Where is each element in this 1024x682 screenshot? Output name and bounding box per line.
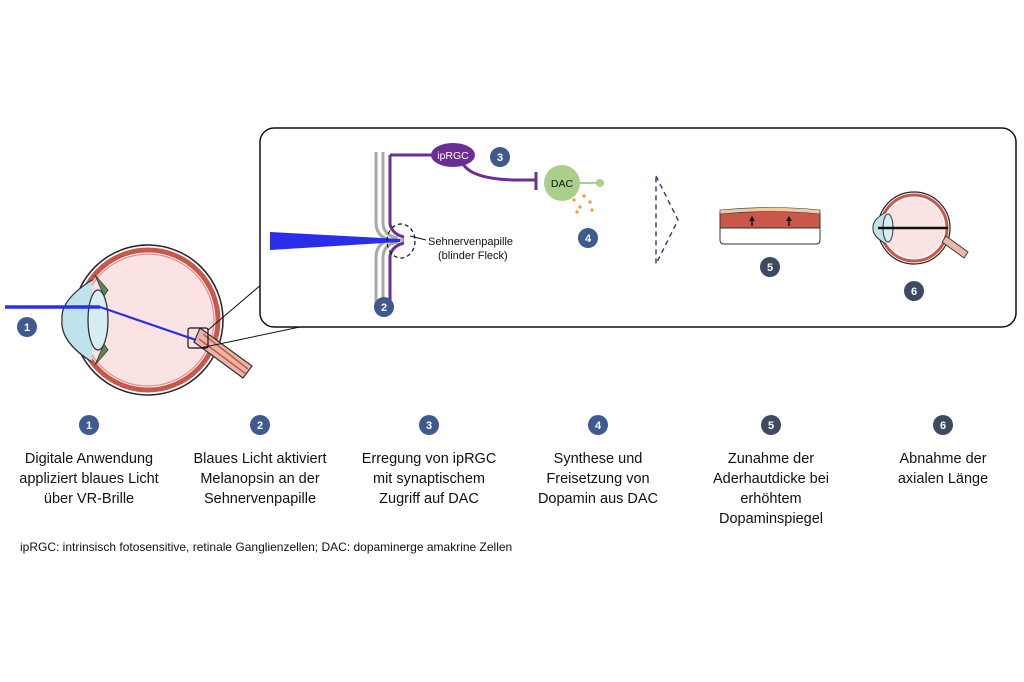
svg-text:1: 1 bbox=[86, 420, 92, 432]
retina-layers-icon bbox=[374, 152, 405, 310]
optic-disc-pointer bbox=[409, 235, 427, 241]
svg-text:4: 4 bbox=[595, 420, 602, 432]
step-3-line-1: Erregung von ipRGC bbox=[361, 451, 497, 467]
eye-cross-section-icon bbox=[61, 244, 253, 396]
step-caption-3: Erregung von ipRGC mit synaptischem Zugr… bbox=[344, 449, 514, 509]
step-3-line-3: Zugriff auf DAC bbox=[379, 491, 479, 507]
blue-light-ray-inside bbox=[99, 305, 197, 342]
optic-disc-label: Sehnervenpapille bbox=[428, 236, 513, 248]
step-badge-1: 1 bbox=[79, 415, 99, 435]
step-2-line-3: Sehnervenpapille bbox=[203, 491, 317, 507]
badge-6-inset: 6 bbox=[904, 281, 924, 301]
svg-text:2: 2 bbox=[257, 420, 263, 432]
inset-panel bbox=[259, 127, 1017, 328]
step-4-line-2: Freisetzung von bbox=[546, 471, 650, 487]
iprgc-label: ipRGC bbox=[437, 150, 469, 162]
step-6-line-2: axialen Länge bbox=[897, 471, 989, 487]
step-badge-5: 5 bbox=[761, 415, 781, 435]
step-1-line-3: über VR-Brille bbox=[43, 491, 135, 507]
svg-text:4: 4 bbox=[585, 233, 592, 245]
zoom-line-top bbox=[207, 283, 263, 331]
optic-disc-marker bbox=[386, 223, 416, 259]
step-badge-4: 4 bbox=[588, 415, 608, 435]
svg-text:5: 5 bbox=[768, 420, 774, 432]
step-6-line-1: Abnahme der bbox=[899, 451, 987, 467]
badge-3-inset: 3 bbox=[490, 147, 510, 167]
step-caption-4: Synthese und Freisetzung von Dopamin aus… bbox=[513, 449, 683, 509]
step-caption-5: Zunahme der Aderhautdicke bei erhöhtem D… bbox=[686, 449, 856, 529]
eye-axial-length-icon bbox=[872, 191, 969, 265]
iprgc-cell bbox=[431, 143, 475, 167]
svg-text:2: 2 bbox=[381, 302, 387, 314]
svg-text:1: 1 bbox=[24, 322, 30, 334]
step-badge-6: 6 bbox=[933, 415, 953, 435]
blue-light-cone bbox=[270, 232, 400, 250]
dac-cell bbox=[544, 165, 580, 201]
dashed-chevron-icon bbox=[655, 175, 679, 265]
badge-2-inset: 2 bbox=[374, 297, 394, 317]
step-1-line-1: Digitale Anwendung bbox=[24, 451, 154, 467]
step-2-line-2: Melanopsin an der bbox=[200, 471, 320, 487]
svg-text:5: 5 bbox=[767, 262, 773, 274]
step-3-line-2: mit synaptischem bbox=[372, 471, 485, 487]
svg-text:3: 3 bbox=[497, 152, 503, 164]
step-4-line-1: Synthese und bbox=[553, 451, 643, 467]
step-4-line-3: Dopamin aus DAC bbox=[537, 491, 659, 507]
step-5-line-1: Zunahme der bbox=[727, 451, 815, 467]
choroid-layer-icon bbox=[719, 207, 821, 245]
step-caption-1: Digitale Anwendung appliziert blaues Lic… bbox=[4, 449, 174, 509]
step-5-line-4: Dopaminspiegel bbox=[719, 511, 823, 527]
iprgc-process bbox=[460, 161, 536, 182]
step-2-line-1: Blaues Licht aktiviert bbox=[193, 451, 327, 467]
svg-text:3: 3 bbox=[426, 420, 432, 432]
step-5-line-3: erhöhtem bbox=[740, 491, 802, 507]
zoom-line-bottom bbox=[199, 326, 301, 349]
step-badge-2: 2 bbox=[250, 415, 270, 435]
svg-text:6: 6 bbox=[940, 420, 946, 432]
badge-4-inset: 4 bbox=[578, 228, 598, 248]
step-1-line-2: appliziert blaues Licht bbox=[19, 471, 159, 487]
step-badge-3: 3 bbox=[419, 415, 439, 435]
svg-text:6: 6 bbox=[911, 286, 917, 298]
badge-1-main: 1 bbox=[17, 317, 37, 337]
dac-terminal bbox=[596, 179, 604, 187]
dac-label: DAC bbox=[551, 178, 574, 190]
abbreviation-footnote: ipRGC: intrinsisch fotosensitive, retina… bbox=[20, 540, 513, 554]
dopamine-dots-icon bbox=[572, 194, 594, 214]
step-caption-2: Blaues Licht aktiviert Melanopsin an der… bbox=[175, 449, 345, 509]
step-caption-6: Abnahme der axialen Länge bbox=[854, 449, 1024, 489]
badge-5-inset: 5 bbox=[760, 257, 780, 277]
step-5-line-2: Aderhautdicke bei bbox=[712, 471, 830, 487]
optic-disc-sublabel: (blinder Fleck) bbox=[438, 250, 508, 262]
